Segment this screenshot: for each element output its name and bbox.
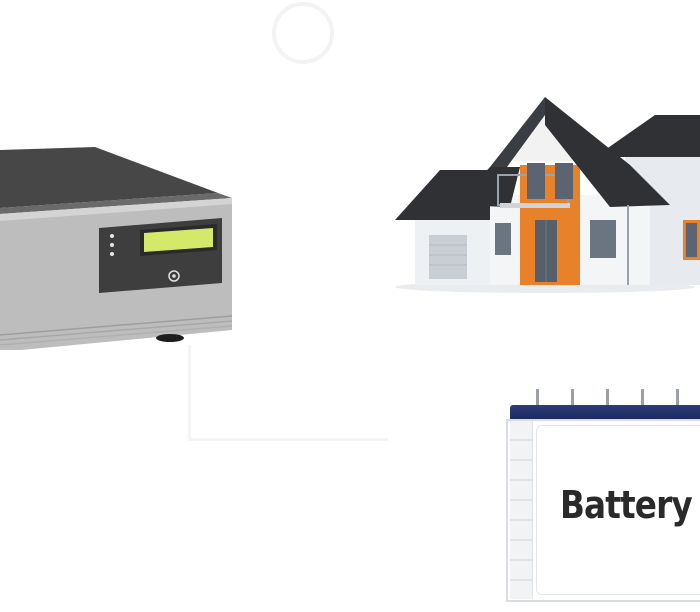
- inverter-device: [0, 147, 233, 350]
- battery-device: Battery: [500, 385, 700, 612]
- battery-lid: [510, 405, 700, 419]
- connector-line: [188, 438, 388, 441]
- battery-terminal: [676, 389, 679, 405]
- battery-terminal: [641, 389, 644, 405]
- battery-ribs: [510, 421, 533, 599]
- led-indicator: [110, 252, 114, 256]
- connector-line: [188, 345, 191, 440]
- battery-label: Battery: [560, 483, 693, 527]
- watermark-logo: [272, 2, 334, 64]
- battery-terminal: [536, 389, 539, 405]
- led-indicator: [110, 234, 114, 238]
- house-illustration: [395, 97, 700, 293]
- battery-terminal: [571, 389, 574, 405]
- lcd-screen: [144, 228, 213, 252]
- power-button-icon: [168, 270, 180, 282]
- battery-label-panel: [536, 425, 700, 595]
- led-indicator: [110, 243, 114, 247]
- battery-terminal: [606, 389, 609, 405]
